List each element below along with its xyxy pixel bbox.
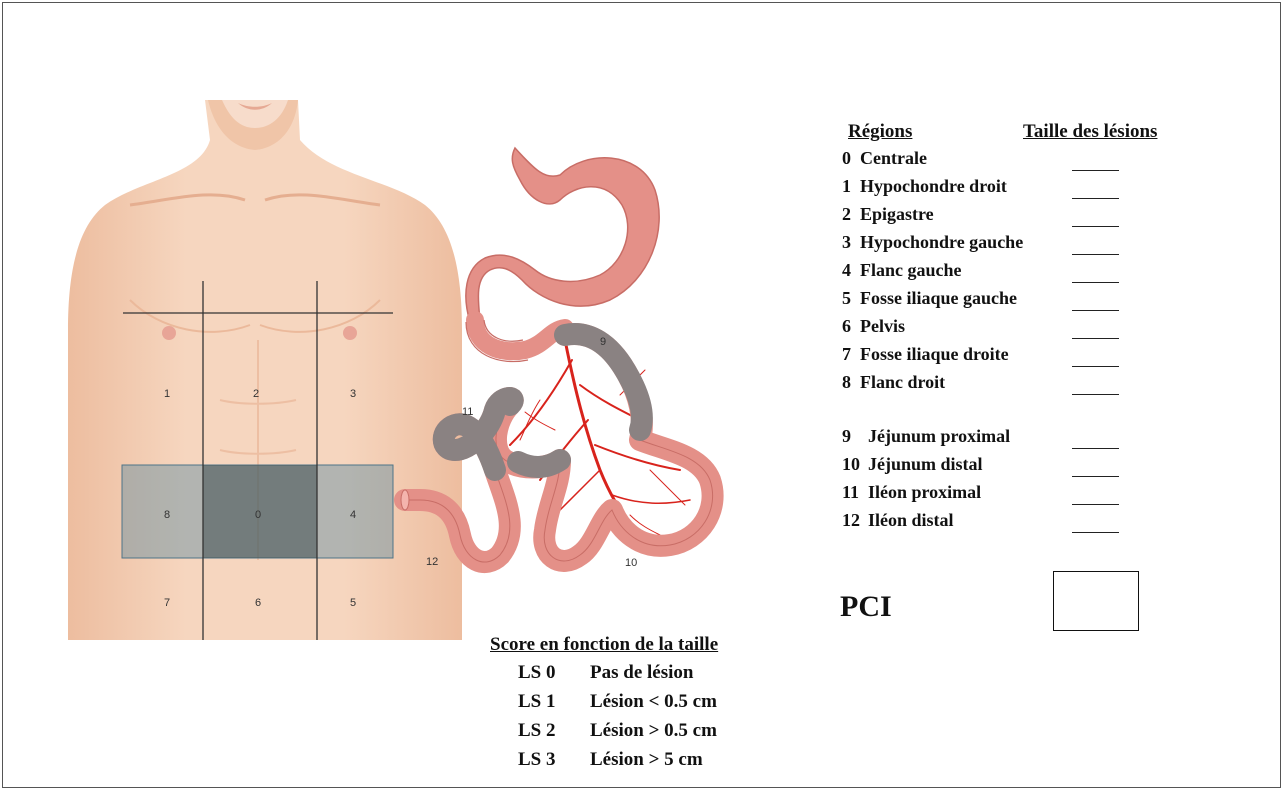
grid-label-3: 3 <box>350 388 356 400</box>
size-blank[interactable] <box>1072 170 1119 171</box>
grid-label-2: 2 <box>253 388 259 400</box>
size-header: Taille des lésions <box>1023 121 1157 143</box>
size-blank[interactable] <box>1072 394 1119 395</box>
size-blank[interactable] <box>1072 198 1119 199</box>
pci-label: PCI <box>840 590 892 624</box>
intestine-label-9: 9 <box>600 336 606 348</box>
size-blank[interactable] <box>1072 532 1119 533</box>
torso-body <box>68 100 462 640</box>
grid-label-5: 5 <box>350 597 356 609</box>
stomach <box>466 148 659 322</box>
size-blank[interactable] <box>1072 226 1119 227</box>
grid-label-0: 0 <box>255 509 261 521</box>
size-blank[interactable] <box>1072 448 1119 449</box>
grid-label-4: 4 <box>350 509 356 521</box>
pci-score-box[interactable] <box>1053 571 1139 631</box>
size-blank[interactable] <box>1072 476 1119 477</box>
lesion-jejunum-distal <box>518 460 560 467</box>
intestine-label-12: 12 <box>426 556 438 568</box>
grid-label-8: 8 <box>164 509 170 521</box>
size-blank[interactable] <box>1072 310 1119 311</box>
torso-figure <box>60 100 462 640</box>
size-blank[interactable] <box>1072 366 1119 367</box>
regions-header: Régions <box>848 121 912 143</box>
grid-label-1: 1 <box>164 388 170 400</box>
intestine-label-11: 11 <box>462 406 473 418</box>
nipple-left <box>162 326 176 340</box>
grid-label-7: 7 <box>164 597 170 609</box>
size-blank[interactable] <box>1072 254 1119 255</box>
ileum-cut-end <box>401 490 409 510</box>
size-blank[interactable] <box>1072 282 1119 283</box>
grid-label-6: 6 <box>255 597 261 609</box>
intestine-label-10: 10 <box>625 557 637 569</box>
size-blank[interactable] <box>1072 338 1119 339</box>
duodenum <box>475 320 565 351</box>
size-blank[interactable] <box>1072 504 1119 505</box>
nipple-right <box>343 326 357 340</box>
score-title: Score en fonction de la taille <box>490 634 718 656</box>
